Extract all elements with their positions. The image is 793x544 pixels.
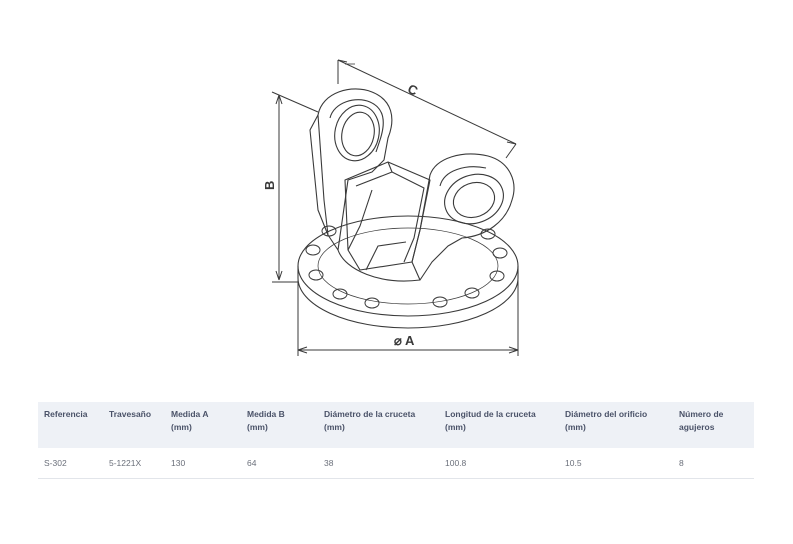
header-medida-a: Medida A(mm) xyxy=(165,402,241,448)
header-diametro-orificio: Diámetro del orificio(mm) xyxy=(559,402,673,448)
dimension-b xyxy=(271,91,319,283)
dimension-a xyxy=(297,280,519,356)
technical-drawing: C B ⌀ A xyxy=(262,59,519,356)
right-yoke-ear xyxy=(411,153,515,281)
yoke-body xyxy=(337,161,431,282)
bolt-holes xyxy=(305,225,508,309)
cell-medida-b: 64 xyxy=(241,448,318,479)
cell-longitud-cruceta: 100.8 xyxy=(439,448,559,479)
specs-table: Referencia Travesaño Medida A(mm) Medida… xyxy=(38,402,754,479)
cell-medida-a: 130 xyxy=(165,448,241,479)
dimension-a-label: ⌀ A xyxy=(394,333,415,348)
header-longitud-cruceta: Longitud de la cruceta(mm) xyxy=(439,402,559,448)
dimension-c xyxy=(337,59,517,159)
header-diametro-cruceta: Diámetro de la cruceta(mm) xyxy=(318,402,439,448)
table-row: S-302 5-1221X 130 64 38 100.8 10.5 8 xyxy=(38,448,754,479)
dimension-b-label: B xyxy=(262,181,277,190)
cell-diametro-orificio: 10.5 xyxy=(559,448,673,479)
header-travesano: Travesaño xyxy=(103,402,165,448)
left-yoke-ear xyxy=(309,88,393,251)
specs-header-row: Referencia Travesaño Medida A(mm) Medida… xyxy=(38,402,754,448)
cell-numero-agujeros: 8 xyxy=(673,448,754,479)
cell-diametro-cruceta: 38 xyxy=(318,448,439,479)
dimension-c-label: C xyxy=(405,81,420,99)
cell-travesano: 5-1221X xyxy=(103,448,165,479)
header-medida-b: Medida B(mm) xyxy=(241,402,318,448)
flange-base xyxy=(297,215,519,329)
cell-referencia: S-302 xyxy=(38,448,103,479)
header-referencia: Referencia xyxy=(38,402,103,448)
